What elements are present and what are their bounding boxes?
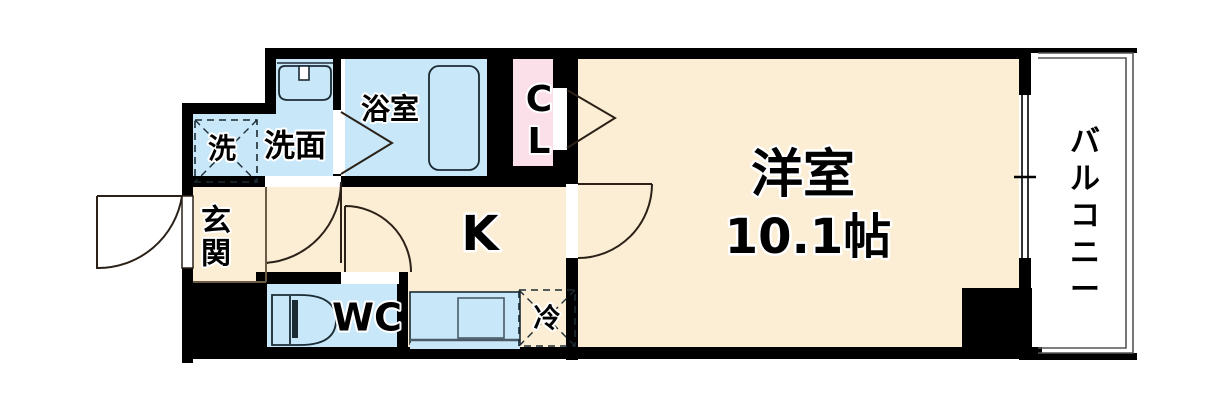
entrance-label-line1: 玄 xyxy=(201,204,231,239)
balcony-char-5: ー xyxy=(1070,273,1100,308)
balcony-outline xyxy=(1038,52,1134,354)
pillar-notch xyxy=(962,288,1032,358)
wall-top-left xyxy=(265,48,276,106)
balcony-wall-bottom xyxy=(1031,353,1137,360)
main-room-floor xyxy=(578,56,1030,358)
closet-folding-door[interactable] xyxy=(553,88,617,150)
fixtures xyxy=(194,52,1134,354)
toilet-label: WC xyxy=(332,296,402,340)
wall-top xyxy=(265,48,1030,59)
entrance-door-gap[interactable] xyxy=(181,195,194,269)
wall-entrance-bottom xyxy=(182,282,266,359)
wall-washroom-bottom xyxy=(182,176,574,187)
balcony-label: バ ル コ ニ ー xyxy=(1068,123,1102,310)
wall-bath-right xyxy=(487,48,513,178)
balcony-floor xyxy=(1038,50,1138,358)
closet-label-line1: C xyxy=(526,79,552,120)
entrance-door-arc xyxy=(96,195,183,270)
closet-label-line2: L xyxy=(528,121,551,162)
wall-closet-bottom xyxy=(487,166,567,178)
balcony-char-1: バ xyxy=(1070,125,1100,160)
room-labels: 洋室 10.1帖 K 玄 関 浴室 洗面 洗 WC C L 冷 バ ル コ ニ … xyxy=(199,77,1102,342)
washing-machine-space-icon xyxy=(194,119,258,183)
refrigerator-space-icon xyxy=(518,289,576,347)
toilet-door[interactable] xyxy=(341,205,412,284)
bathroom-folding-door[interactable] xyxy=(333,110,394,175)
entrance-label-line2: 関 xyxy=(201,237,231,272)
wall-step-horiz xyxy=(182,103,276,114)
main-room-door[interactable] xyxy=(566,183,653,259)
main-room-name: 洋室 xyxy=(751,145,855,205)
washbasin-label: 洗面 xyxy=(264,129,326,165)
balcony-char-4: ニ xyxy=(1070,236,1100,271)
washbasin-floor xyxy=(190,112,338,182)
wall-wc-right xyxy=(397,272,408,358)
kitchen-label: K xyxy=(461,206,500,262)
bathtub-icon xyxy=(428,65,480,171)
wall-bottom xyxy=(182,347,1042,359)
balcony-char-2: ル xyxy=(1070,162,1100,197)
balcony-char-3: コ xyxy=(1070,199,1100,234)
balcony-sliding-door[interactable] xyxy=(1014,95,1036,258)
wall-vanity-right xyxy=(333,56,341,106)
toilet-icon xyxy=(271,294,337,346)
kitchen-sink-icon xyxy=(409,291,521,349)
vanity-sink-icon xyxy=(277,62,333,101)
entrance-floor xyxy=(190,182,268,282)
laundry-label: 洗 xyxy=(208,132,236,165)
balcony-wall-top xyxy=(1031,48,1137,53)
main-room-size: 10.1帖 xyxy=(725,209,891,265)
refrigerator-label: 冷 xyxy=(534,304,561,335)
openings xyxy=(96,88,1036,284)
bathroom-label: 浴室 xyxy=(361,92,419,126)
